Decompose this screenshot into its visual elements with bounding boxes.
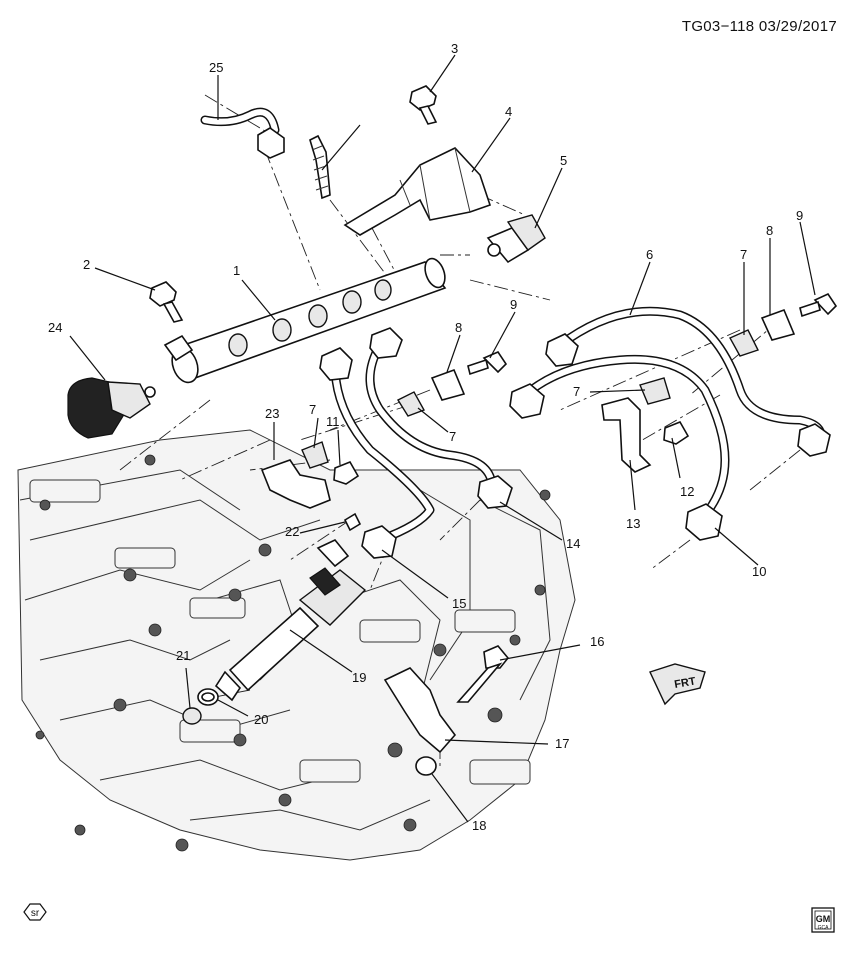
callout-7-center: 7 bbox=[449, 429, 456, 444]
sr-symbol: sr bbox=[23, 903, 47, 921]
part-25-stud bbox=[309, 134, 331, 200]
part-15-bolt bbox=[456, 645, 510, 703]
callout-7-right: 7 bbox=[740, 247, 747, 262]
part-14-fuel-line bbox=[319, 347, 435, 559]
callout-8-right: 8 bbox=[766, 223, 773, 238]
callout-23: 24 bbox=[48, 320, 62, 335]
part-4-bracket bbox=[343, 147, 492, 236]
part-3-bolt bbox=[409, 85, 438, 125]
callout-9-right: 9 bbox=[796, 208, 803, 223]
callout-11-left: 11 bbox=[326, 414, 340, 429]
part-7-clips bbox=[301, 329, 759, 469]
callout-20: 21 bbox=[176, 648, 190, 663]
part-16-clamp bbox=[383, 667, 457, 754]
callout-2: 2 bbox=[83, 257, 90, 272]
callout-21: 22 bbox=[285, 524, 299, 539]
part-20-seal bbox=[182, 707, 202, 725]
callout-19: 20 bbox=[254, 712, 268, 727]
part-1-fuel-rail bbox=[163, 257, 447, 384]
callout-labels: 25 3 4 5 1 2 24 6 7 8 9 9 8 7 7 7 11 23 … bbox=[48, 41, 803, 833]
part-22-bracket bbox=[260, 459, 331, 509]
gm-logo-subtext: GCA bbox=[818, 925, 830, 931]
callout-16: 17 bbox=[555, 736, 569, 751]
sr-symbol-label: sr bbox=[31, 908, 40, 919]
callout-18: 19 bbox=[352, 670, 366, 685]
part-23-regulator bbox=[67, 377, 156, 439]
callout-4: 4 bbox=[505, 104, 512, 119]
part-8-clips bbox=[430, 308, 796, 401]
part-10-fuel-line bbox=[509, 354, 730, 541]
callout-9-center: 9 bbox=[510, 297, 517, 312]
gm-logo-text: GM bbox=[816, 914, 831, 924]
document-code: TG03−118 03/29/2017 bbox=[681, 18, 837, 35]
callout-7-left: 7 bbox=[309, 402, 316, 417]
callout-12: 13 bbox=[626, 516, 640, 531]
gm-logo: GM GCA bbox=[811, 907, 835, 933]
part-12-bracket bbox=[601, 397, 652, 473]
callout-15: 16 bbox=[590, 634, 604, 649]
part-9-bolts bbox=[467, 292, 838, 376]
part-17-washer bbox=[415, 756, 437, 776]
part-6-fuel-line bbox=[545, 306, 831, 457]
part-24-fuel-line bbox=[200, 107, 285, 159]
callout-22: 23 bbox=[265, 406, 279, 421]
callout-13: 14 bbox=[566, 536, 580, 551]
part-2-bolt bbox=[149, 281, 184, 323]
callout-24: 25 bbox=[209, 60, 223, 75]
part-13-fuel-line bbox=[365, 327, 513, 509]
callout-5: 5 bbox=[560, 153, 567, 168]
callout-14: 15 bbox=[452, 596, 466, 611]
part-18-injector bbox=[214, 539, 367, 702]
part-5-pressure-sensor bbox=[486, 214, 546, 264]
part-19-seal bbox=[197, 688, 219, 706]
part-21-seal bbox=[343, 512, 362, 532]
callout-3: 3 bbox=[451, 41, 458, 56]
callout-17: 18 bbox=[472, 818, 486, 833]
front-arrow-label: FRT bbox=[673, 675, 696, 691]
callout-7-mid-right: 7 bbox=[573, 384, 580, 399]
callout-6: 6 bbox=[646, 247, 653, 262]
callout-11-right: 12 bbox=[680, 484, 694, 499]
callout-8-center: 8 bbox=[455, 320, 462, 335]
leader-lines bbox=[69, 54, 816, 823]
callout-1: 1 bbox=[233, 263, 240, 278]
front-direction-arrow: FRT bbox=[649, 663, 706, 706]
callout-10: 10 bbox=[752, 564, 766, 579]
part-11-nuts bbox=[333, 420, 690, 485]
